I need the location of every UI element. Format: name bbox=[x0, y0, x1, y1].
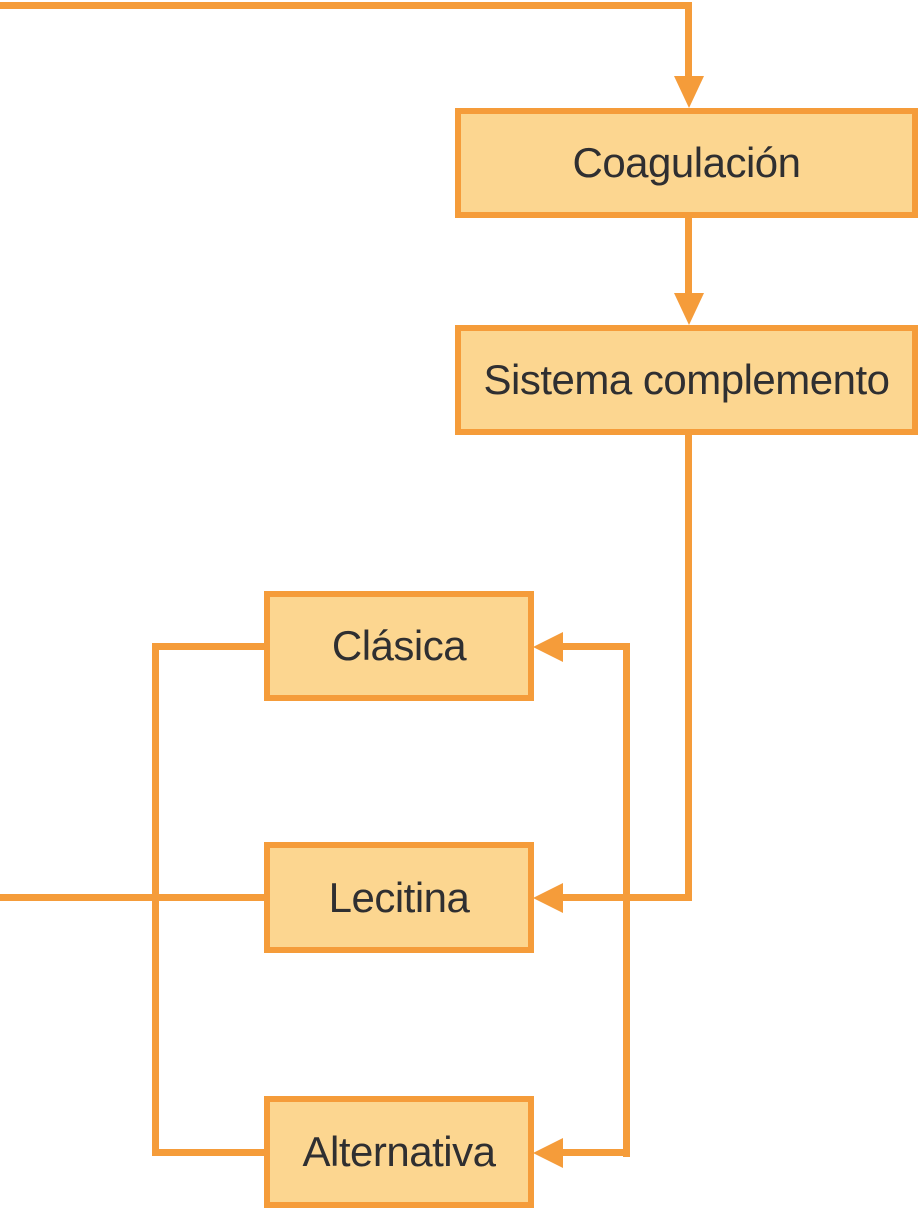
connector-coagulacion-to-sistema bbox=[685, 216, 692, 294]
node-clasica: Clásica bbox=[264, 591, 534, 701]
node-alternativa-label: Alternativa bbox=[302, 1128, 496, 1175]
connector-into-lecitina bbox=[560, 894, 692, 901]
arrowhead-into-sistema-complemento bbox=[674, 293, 704, 325]
node-sistema-complemento: Sistema complemento bbox=[455, 325, 918, 435]
node-coagulacion: Coagulación bbox=[455, 108, 918, 218]
arrowhead-into-lecitina bbox=[533, 883, 563, 913]
connector-lecitina-left-offscreen bbox=[0, 894, 270, 901]
connector-sistema-down-vertical bbox=[685, 433, 692, 901]
connector-top-horizontal bbox=[0, 2, 692, 9]
connector-alternativa-left bbox=[152, 1149, 270, 1156]
connector-into-alternativa bbox=[560, 1149, 630, 1156]
node-coagulacion-label: Coagulación bbox=[572, 139, 801, 186]
connector-clasica-left bbox=[152, 643, 270, 650]
arrowhead-into-clasica bbox=[533, 632, 563, 662]
connector-top-vertical bbox=[685, 2, 692, 76]
node-sistema-complemento-label: Sistema complemento bbox=[483, 356, 890, 403]
arrowhead-into-alternativa bbox=[533, 1138, 563, 1168]
node-lecitina: Lecitina bbox=[264, 842, 534, 953]
node-alternativa: Alternativa bbox=[264, 1096, 534, 1208]
node-clasica-label: Clásica bbox=[331, 622, 467, 669]
arrowhead-into-coagulacion bbox=[674, 76, 704, 108]
node-lecitina-label: Lecitina bbox=[328, 873, 470, 921]
connector-into-clasica bbox=[560, 643, 630, 650]
